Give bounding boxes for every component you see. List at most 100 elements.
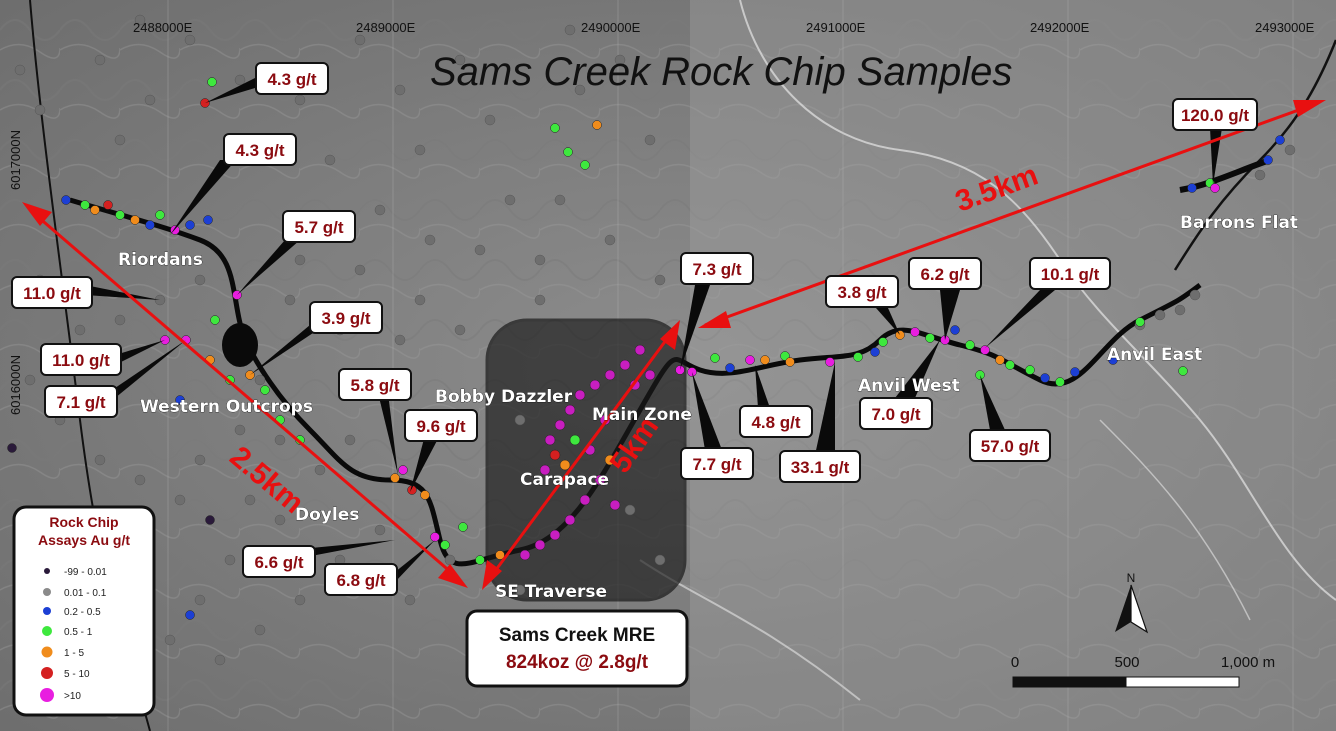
arrow-head <box>482 560 502 590</box>
easting-label: 2492000E <box>1030 20 1090 35</box>
grade-callout-box <box>242 545 316 578</box>
grade-callout-box <box>908 257 982 290</box>
arrow-head <box>698 311 731 328</box>
grey-sample-points <box>14 14 1296 666</box>
grade-label: 5.7 g/t <box>294 218 343 237</box>
river-line <box>1099 419 1251 621</box>
scale-bar: 0 500 1,000 m <box>1011 654 1275 688</box>
legend-label: 5 - 10 <box>64 669 90 680</box>
legend-title-line2: Assays Au g/t <box>38 532 130 548</box>
place-label-anvil-east: Anvil East <box>1107 345 1202 365</box>
grade-label: 7.0 g/t <box>871 405 920 424</box>
grade-label: 5.8 g/t <box>350 376 399 395</box>
legend-swatch <box>41 646 53 658</box>
legend-label: 0.2 - 0.5 <box>64 607 101 618</box>
grade-callout-box <box>324 563 398 596</box>
place-label-bobby-dazzler: Bobby Dazzler <box>435 387 573 407</box>
arrow-head <box>660 320 680 350</box>
distance-arrow-5km <box>485 327 677 583</box>
mre-sample-cluster <box>519 344 656 561</box>
grade-label: 6.6 g/t <box>254 553 303 572</box>
northing-label: 6016000N <box>8 355 23 415</box>
grade-callout-box <box>859 397 933 430</box>
grade-label: 4.8 g/t <box>751 413 800 432</box>
callout-pointers <box>85 78 1222 582</box>
legend-label: 0.5 - 1 <box>64 627 93 638</box>
northing-label: 6017000N <box>8 130 23 190</box>
easting-label: 2491000E <box>806 20 866 35</box>
grade-callouts: 4.3 g/t 4.3 g/t 5.7 g/t 11.0 g/t 3.9 g/t… <box>11 62 1258 596</box>
easting-label: 2493000E <box>1255 20 1315 35</box>
grade-callout-box <box>11 276 93 309</box>
grade-callout-box <box>282 210 356 243</box>
easting-label: 2489000E <box>356 20 416 35</box>
grade-label: 4.3 g/t <box>235 141 284 160</box>
grade-label: 11.0 g/t <box>23 284 81 303</box>
grade-label: 11.0 g/t <box>52 351 110 370</box>
grade-callout-box <box>779 450 861 483</box>
grade-label: 7.3 g/t <box>692 260 741 279</box>
easting-label: 2490000E <box>581 20 641 35</box>
grade-label: 120.0 g/t <box>1181 106 1249 125</box>
arrow-head <box>22 202 52 226</box>
grade-callout-box <box>680 252 754 285</box>
dyke-body <box>222 323 258 367</box>
map-title: Sams Creek Rock Chip Samples <box>430 50 1012 94</box>
grade-callout-box <box>309 301 383 334</box>
legend-swatch <box>43 607 51 615</box>
grade-label: 7.7 g/t <box>692 455 741 474</box>
grade-label: 9.6 g/t <box>416 417 465 436</box>
place-label-western-outcrops: Western Outcrops <box>140 397 313 417</box>
legend: Rock Chip Assays Au g/t -99 - 0.01 0.01 … <box>12 505 156 717</box>
north-arrow-icon: N <box>1115 571 1149 634</box>
grade-label: 10.1 g/t <box>1041 265 1100 284</box>
mre-callout: Sams Creek MRE 824koz @ 2.8g/t <box>465 609 689 688</box>
easting-label: 2488000E <box>133 20 193 35</box>
grade-callout-box <box>44 385 118 418</box>
grade-callout-box <box>223 133 297 166</box>
scale-label-0: 0 <box>1011 654 1019 671</box>
grade-label: 7.1 g/t <box>56 393 105 412</box>
grade-label: 6.2 g/t <box>920 265 969 284</box>
grade-label: 57.0 g/t <box>981 437 1040 456</box>
road-line <box>1173 39 1336 271</box>
arrow-head <box>438 564 468 588</box>
grade-label: 6.8 g/t <box>336 571 385 590</box>
grade-callout-box <box>825 275 899 308</box>
distance-arrow-2.5km <box>29 208 461 582</box>
place-label-carapace: Carapace <box>520 470 609 490</box>
legend-label: >10 <box>64 691 81 702</box>
mre-callout-box <box>465 609 689 688</box>
grade-label: 3.8 g/t <box>837 283 886 302</box>
place-label-anvil-west: Anvil West <box>858 376 960 396</box>
grade-callout-box <box>680 447 754 480</box>
grade-callout-box <box>40 343 122 376</box>
grade-callout-box <box>404 409 478 442</box>
grade-callout-box <box>338 368 412 401</box>
legend-label: 0.01 - 0.1 <box>64 588 107 599</box>
legend-swatch <box>42 626 52 636</box>
scale-label-500: 500 <box>1114 654 1139 671</box>
place-label-doyles: Doyles <box>295 505 359 525</box>
place-label-main-zone: Main Zone <box>592 405 692 425</box>
place-label-barrons-flat: Barrons Flat <box>1180 213 1298 233</box>
grade-callout-box <box>255 62 329 95</box>
mre-resource: 824koz @ 2.8g/t <box>506 652 649 673</box>
place-label-se-traverse: SE Traverse <box>495 582 607 602</box>
legend-title-line1: Rock Chip <box>49 514 118 530</box>
arrow-head <box>1293 100 1326 117</box>
legend-swatch <box>40 688 54 702</box>
grade-label: 3.9 g/t <box>321 309 370 328</box>
legend-swatch <box>43 588 51 596</box>
distance-arrow-3.5km <box>704 101 1319 327</box>
legend-swatch <box>41 667 53 679</box>
colored-sample-points <box>7 77 1285 620</box>
legend-box <box>12 505 156 717</box>
scale-label-1000: 1,000 m <box>1221 654 1275 671</box>
grade-label: 4.3 g/t <box>267 70 316 89</box>
grade-callout-box <box>969 429 1051 462</box>
north-label: N <box>1127 571 1136 585</box>
legend-label: -99 - 0.01 <box>64 567 107 578</box>
